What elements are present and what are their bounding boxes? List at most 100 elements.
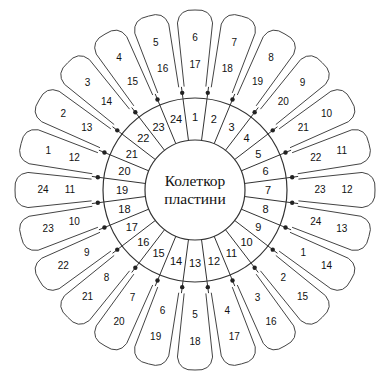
lead-line: [268, 246, 278, 253]
solder-dot: [271, 247, 275, 251]
segment-number: 13: [189, 258, 201, 269]
coil-number: 18: [189, 337, 200, 347]
segment-number: 4: [244, 133, 250, 144]
coil-number: 11: [337, 146, 347, 156]
lead-line: [112, 127, 122, 134]
lead-line: [132, 107, 139, 117]
segment-divider: [183, 99, 188, 141]
solder-dot: [283, 150, 287, 154]
coil-loop: [211, 15, 255, 93]
coil-number: 12: [69, 153, 80, 163]
segment-divider: [245, 178, 287, 183]
coil-number: 2: [281, 273, 287, 283]
lead-line: [99, 225, 110, 230]
coil-number: 5: [192, 310, 198, 320]
segment-ring: [103, 98, 287, 282]
segment-number: 3: [228, 121, 234, 132]
coil-number: 7: [232, 38, 238, 48]
segment-divider: [104, 197, 146, 202]
coil-loop: [298, 172, 375, 207]
segment-number: 6: [262, 166, 268, 177]
coil-number: 14: [321, 261, 332, 271]
solder-dot: [230, 97, 234, 101]
lead-line: [132, 263, 139, 273]
segment-number: 7: [265, 185, 271, 196]
coil-number: 21: [82, 292, 93, 302]
coil-number: 22: [58, 261, 69, 271]
coil-number: 17: [229, 332, 240, 342]
coil-number: 20: [278, 97, 289, 107]
coil-number: 13: [336, 224, 347, 234]
coil-loop: [135, 15, 179, 93]
coil-number: 20: [113, 317, 124, 327]
lead-line: [99, 150, 110, 155]
segment-divider: [202, 240, 207, 282]
solder-dot: [96, 201, 100, 205]
solder-dot: [206, 91, 210, 95]
segment-number: 14: [170, 255, 182, 266]
coil-number: 16: [157, 64, 168, 74]
segment-number: 12: [208, 255, 220, 266]
lead-line: [112, 246, 122, 253]
segment-number: 1: [192, 112, 198, 123]
coil-number: 14: [101, 97, 112, 107]
coil-loop: [177, 293, 212, 370]
solder-dot: [290, 175, 294, 179]
coil-number: 1: [45, 146, 51, 156]
coil-loop: [95, 30, 153, 106]
inner-circle: [145, 140, 245, 240]
coil-loop: [15, 172, 92, 207]
coil-number: 22: [310, 153, 321, 163]
coil-loop: [237, 30, 295, 106]
solder-dot: [252, 266, 256, 270]
segment-divider: [245, 197, 287, 202]
coil-number: 15: [127, 77, 138, 87]
coil-number: 4: [116, 53, 122, 63]
coil-loop: [35, 232, 111, 290]
coil-number: 19: [150, 332, 161, 342]
segment-divider: [225, 117, 251, 150]
segment-number: 15: [152, 248, 164, 259]
commutator-center: Колеткор пластини: [149, 144, 241, 236]
center-label: Колеткор пластини: [149, 172, 241, 208]
coil-loop: [177, 10, 212, 87]
solder-dot: [96, 175, 100, 179]
lead-line: [268, 127, 278, 134]
coil-number: 10: [69, 217, 80, 227]
solder-dot: [206, 285, 210, 289]
coil-loop: [95, 274, 153, 350]
lead-line: [230, 94, 235, 105]
coil-number: 9: [84, 248, 90, 258]
coil-loop: [61, 56, 130, 125]
coil-number: 24: [37, 185, 48, 195]
coil-number: 21: [298, 123, 309, 133]
segment-number: 8: [262, 203, 268, 214]
coil-number: 16: [265, 317, 276, 327]
segment-number: 18: [118, 203, 130, 214]
coil-loop: [237, 274, 295, 350]
coil-number: 5: [153, 38, 159, 48]
solder-dot: [180, 91, 184, 95]
coil-number: 18: [222, 64, 233, 74]
coil-loop: [135, 287, 179, 365]
coil-number: 12: [341, 185, 352, 195]
coil-loop: [260, 56, 329, 125]
segment-number: 24: [170, 114, 182, 125]
coil-loop: [211, 287, 255, 365]
coil-number: 3: [85, 78, 91, 88]
coil-number: 24: [310, 217, 321, 227]
segment-number: 5: [255, 148, 261, 159]
coil-loop: [20, 130, 98, 174]
segment-number: 22: [137, 133, 149, 144]
segment-number: 10: [240, 236, 252, 247]
coil-number: 17: [189, 60, 200, 70]
lead-line: [251, 263, 258, 273]
coil-number: 10: [321, 109, 332, 119]
solder-dot: [102, 225, 106, 229]
solder-dot: [102, 150, 106, 154]
coil-loop: [279, 232, 355, 290]
solder-dot: [283, 225, 287, 229]
coil-loop: [61, 255, 130, 324]
segment-number: 23: [152, 121, 164, 132]
coil-number: 11: [65, 185, 75, 195]
